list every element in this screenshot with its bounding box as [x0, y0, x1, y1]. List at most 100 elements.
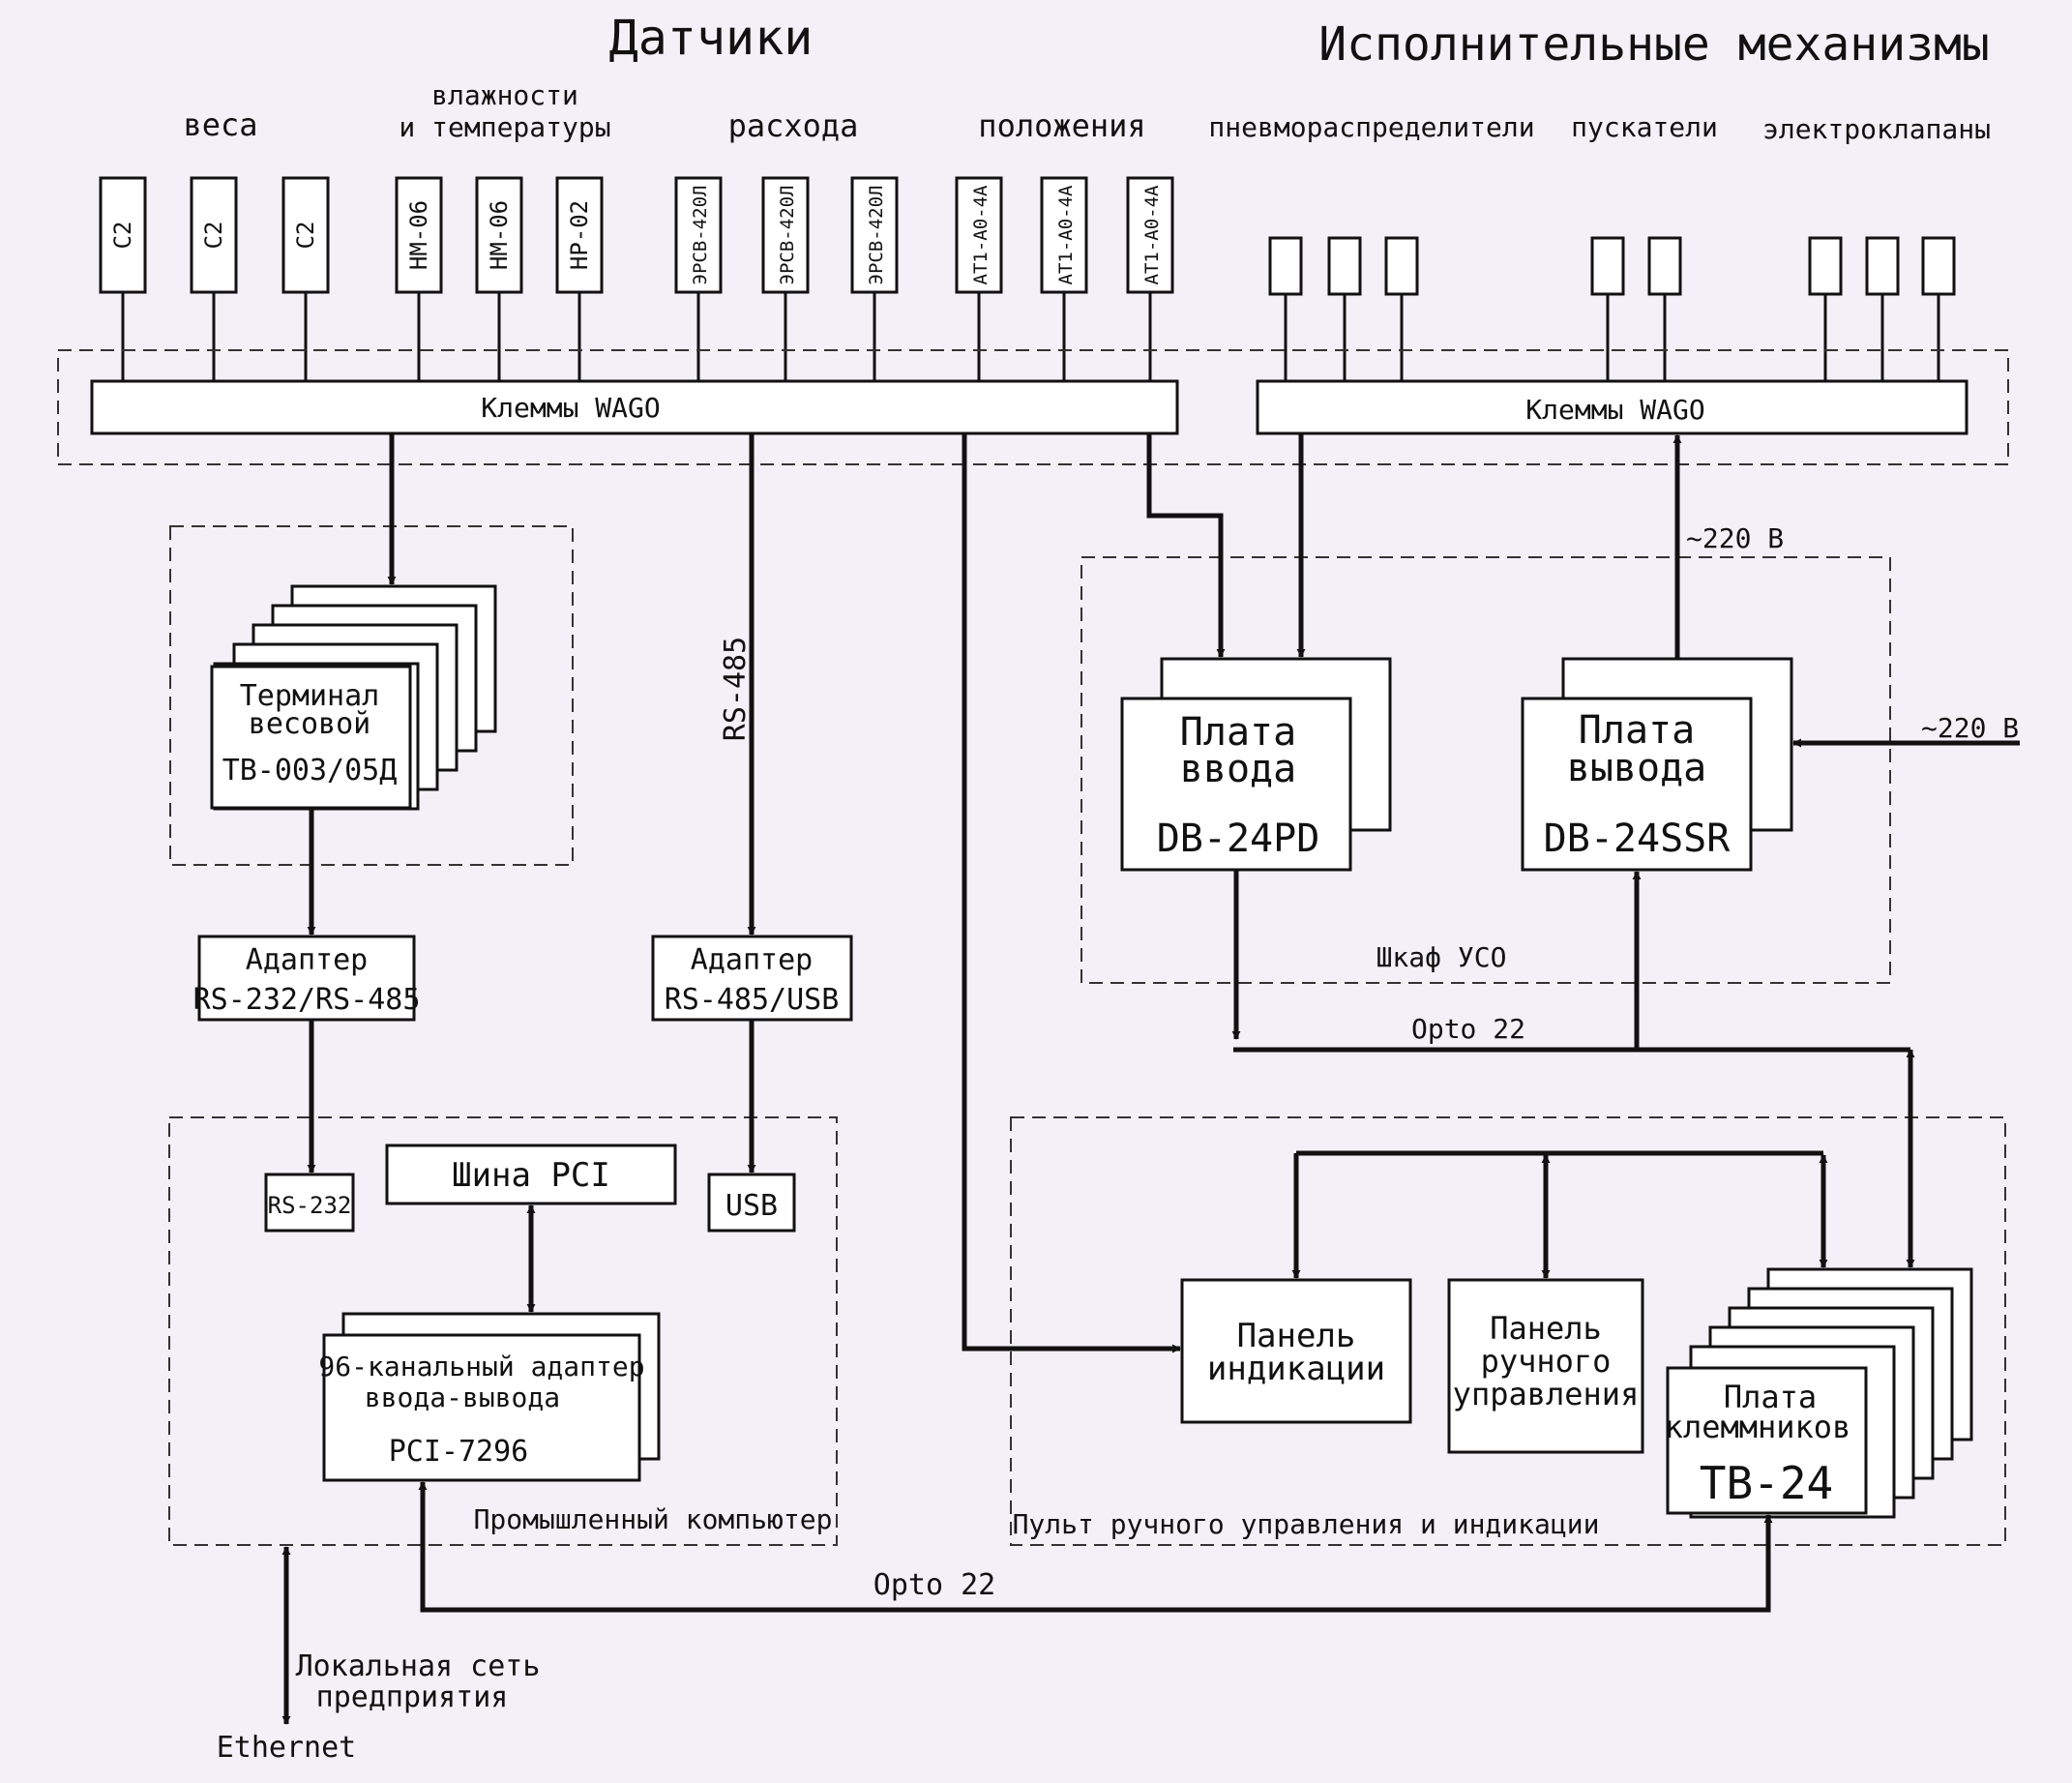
- weight-terminal-line3: ТВ-003/05Д: [222, 754, 398, 787]
- group-flow: расхода: [728, 107, 859, 144]
- rs232-port-label: RS-232: [268, 1192, 352, 1219]
- wago-terminals-right: [1256, 379, 1968, 435]
- rs232-port-box: [264, 1173, 355, 1233]
- output-board-line1: Плата: [1579, 708, 1695, 753]
- group-position: положения: [978, 107, 1145, 144]
- sensor-box: [1040, 176, 1088, 294]
- wago-left-label: Клеммы WAGO: [481, 392, 660, 424]
- sensor-label: НМ-06: [486, 200, 513, 270]
- sensor-box: [674, 176, 723, 294]
- terminal-board-line3: ТВ-24: [1700, 1457, 1833, 1509]
- manual-panel-line2: ручного: [1481, 1343, 1612, 1380]
- group-humidity-line2: и температуры: [399, 111, 610, 143]
- network-line3: Ethernet: [217, 1731, 357, 1765]
- sensor-label: ЭРСВ-420Л: [777, 186, 798, 285]
- adapter-rs232-box: [197, 935, 416, 1022]
- sensors-group: С2 С2 С2 НМ-06 НМ-06 НР-02 ЭРСВ-420Л ЭРСВ-420Л Э…: [99, 176, 1174, 381]
- sensor-label: С2: [200, 222, 227, 250]
- actuator-pneumo-2: [1327, 236, 1362, 296]
- input-board-box: [1120, 697, 1352, 872]
- opto-bottom-link: [418, 1481, 1773, 1613]
- output-board-box: [1521, 697, 1753, 872]
- weight-terminal-line1: Терминал: [240, 679, 380, 713]
- manual-panel-box: [1447, 1278, 1644, 1454]
- pci-adapter-line3: PCI-7296: [389, 1435, 529, 1469]
- usb-port-box: [707, 1173, 796, 1233]
- sensor-label: НМ-06: [405, 200, 432, 270]
- actuator-pneumo-1: [1268, 236, 1303, 296]
- input-board-line1: Плата: [1180, 710, 1296, 755]
- weight-terminal-line2: весовой: [249, 707, 370, 741]
- connections: [281, 433, 2020, 1725]
- indication-panel-line1: Панель: [1237, 1317, 1356, 1355]
- pci-adapter-line2: ввода-вывода: [365, 1382, 560, 1413]
- voltage-top-label: ~220 В: [1686, 522, 1784, 554]
- terminal-board-line1: Плата: [1724, 1379, 1817, 1415]
- weight-terminal-box: [210, 665, 412, 810]
- group-valves: электроклапаны: [1762, 113, 1991, 145]
- network-line2: предприятия: [316, 1680, 509, 1714]
- weight-terminal-region: [169, 525, 574, 866]
- sensor-label: НР-02: [566, 200, 593, 270]
- cabinet-region: [1080, 556, 1891, 984]
- wago-to-indication: [962, 433, 1181, 1353]
- voltage-right-label: ~220 В: [1921, 712, 2019, 744]
- group-pneumo: пневмораспределители: [1208, 111, 1534, 143]
- wago-right-label: Клеммы WAGO: [1525, 394, 1704, 426]
- adapter-usb-line1: Адаптер: [691, 943, 813, 977]
- sensor-label: ЭРСВ-420Л: [866, 186, 887, 285]
- sensor-box: [955, 176, 1003, 294]
- manual-panel-line3: управления: [1453, 1376, 1640, 1412]
- wago-terminals-left: [90, 379, 1179, 435]
- weight-terminal-stack: [210, 584, 497, 811]
- actuator-leads: [1284, 294, 1940, 381]
- pc-label: Промышленный компьютер: [474, 1503, 833, 1535]
- actuator-starter-2: [1647, 236, 1682, 296]
- adapter-usb-line2: RS-485/USB: [665, 983, 840, 1017]
- sensor-box: [281, 176, 330, 294]
- output-board-line2: вывода: [1567, 746, 1707, 790]
- actuators-group: [1268, 236, 1956, 296]
- wago-region: [57, 349, 2009, 465]
- actuator-valve-3: [1921, 236, 1956, 296]
- manual-panel-line1: Панель: [1490, 1310, 1602, 1347]
- sensor-box: [395, 176, 443, 294]
- group-starters: пускатели: [1571, 111, 1718, 143]
- sensor-label: ЭРСВ-420Л: [690, 186, 711, 285]
- cabinet-label: Шкаф УСО: [1376, 941, 1507, 973]
- actuator-valve-2: [1865, 236, 1900, 296]
- adapter-rs232-line1: Адаптер: [246, 943, 368, 977]
- sensor-label: АТ1-А0-4А: [1141, 185, 1163, 285]
- sensor-label: АТ1-А0-4А: [970, 185, 992, 285]
- pci-bus-box: [385, 1144, 677, 1205]
- terminal-board-line2: клеммников: [1665, 1409, 1851, 1445]
- heading-actuators: Исполнительные механизмы: [1318, 17, 1990, 72]
- usb-port-label: USB: [725, 1189, 778, 1223]
- output-board-line3: DB-24SSR: [1544, 817, 1732, 861]
- indication-panel-line2: индикации: [1207, 1350, 1385, 1388]
- terminal-board-stack: [1666, 1267, 1973, 1519]
- opto-bottom-label: Opto 22: [873, 1568, 995, 1602]
- indication-panel-box: [1180, 1278, 1412, 1424]
- sensor-box: [475, 176, 523, 294]
- pc-region: [168, 1116, 838, 1546]
- actuator-pneumo-3: [1384, 236, 1419, 296]
- console-region: [1010, 1116, 2006, 1546]
- actuator-starter-1: [1590, 236, 1625, 296]
- group-weight: веса: [183, 106, 257, 143]
- rs485-line-label: RS-485: [719, 637, 753, 741]
- pci-bus-label: Шина PCI: [452, 1156, 610, 1195]
- adapter-rs232-line2: RS-232/RS-485: [193, 983, 421, 1017]
- pci-adapter-box: [322, 1333, 641, 1482]
- input-board-line3: DB-24PD: [1157, 817, 1320, 861]
- network-line1: Локальная сеть: [296, 1649, 541, 1683]
- sensor-label: АТ1-А0-4А: [1055, 185, 1077, 285]
- console-label: Пульт ручного управления и индикации: [1013, 1508, 1600, 1540]
- pci-adapter-line1: 96-канальный адаптер: [318, 1351, 644, 1382]
- input-board-line2: ввода: [1180, 747, 1296, 791]
- sensor-label: С2: [109, 222, 136, 250]
- heading-sensors: Датчики: [609, 10, 814, 66]
- sensor-label: С2: [292, 222, 319, 250]
